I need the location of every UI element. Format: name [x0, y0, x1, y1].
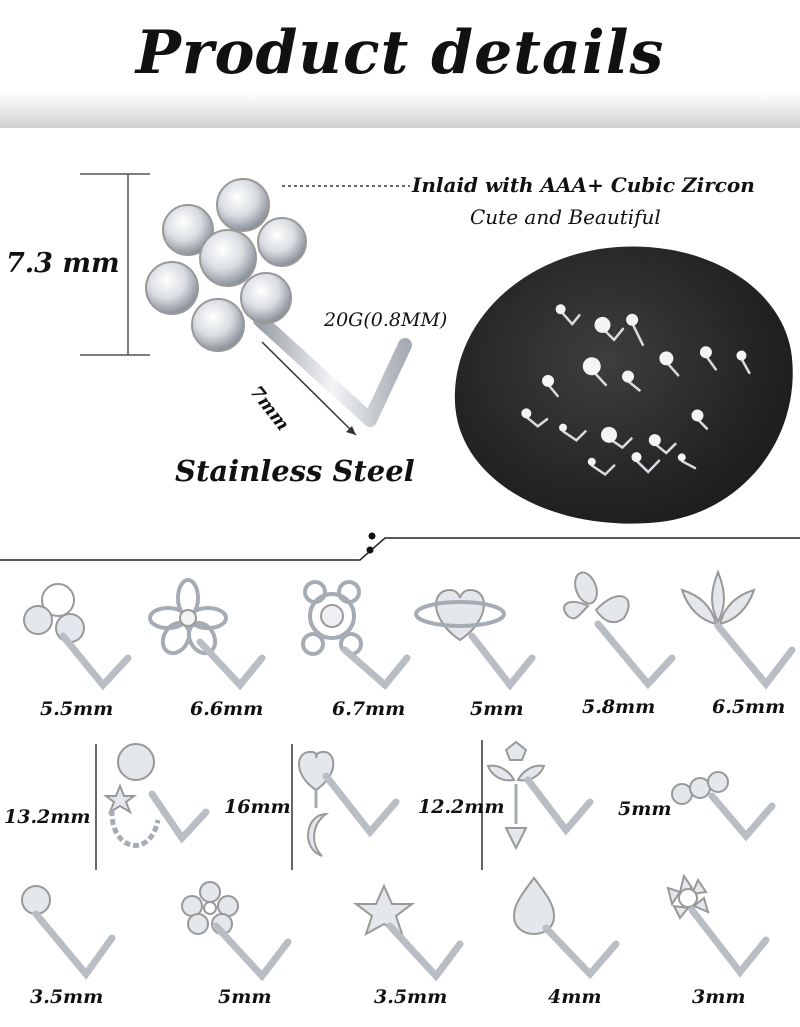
planet-heart-icon	[414, 588, 536, 691]
flower-gem-cluster	[145, 178, 307, 352]
daisy-icon	[181, 881, 292, 982]
product-daisy[interactable]	[176, 878, 306, 1018]
product-grid: 5.5mm 6.6mm 6.7mm 5mm	[0, 560, 800, 1027]
bear-icon	[301, 580, 411, 691]
crown-wings-icon	[481, 740, 594, 870]
product-star[interactable]	[350, 882, 480, 1022]
height-label: 7.3 mm	[6, 248, 120, 279]
feature-subtitle: Cute and Beautiful	[470, 205, 661, 229]
product-bear[interactable]	[285, 570, 415, 710]
header-banner	[0, 0, 800, 128]
size-label: 13.2mm	[4, 806, 91, 828]
heart-moon-icon	[291, 744, 400, 870]
size-label: 3mm	[692, 986, 746, 1008]
crystal-flower-icon	[666, 873, 770, 978]
size-label: 6.7mm	[332, 698, 406, 720]
product-crystal-flower[interactable]	[658, 873, 788, 1014]
product-round-stud[interactable]	[12, 878, 142, 1018]
size-label: 6.6mm	[190, 698, 264, 720]
butterfly-icon	[563, 571, 676, 690]
size-label: 16mm	[224, 796, 291, 818]
size-label: 6.5mm	[712, 696, 786, 718]
section-divider	[0, 532, 800, 561]
material-label: Stainless Steel	[175, 454, 415, 488]
product-teardrop[interactable]	[504, 874, 634, 1014]
bar-trio-icon	[671, 771, 776, 842]
size-label: 5mm	[470, 698, 524, 720]
studs-on-plate	[521, 304, 751, 477]
product-collection-photo	[440, 229, 800, 543]
size-label: 5mm	[618, 798, 672, 820]
size-label: 3.5mm	[374, 986, 448, 1008]
star-chain-icon	[95, 743, 210, 870]
size-label: 5.5mm	[40, 698, 114, 720]
teardrop-icon	[512, 876, 620, 980]
leaf-icon	[680, 569, 796, 690]
size-label: 12.2mm	[418, 796, 505, 818]
size-label: 5mm	[218, 986, 272, 1008]
heart-trio-icon	[23, 583, 132, 691]
page-title: Product details	[135, 18, 665, 88]
product-heart-trio[interactable]	[8, 570, 138, 710]
hero-diagram	[80, 173, 412, 436]
flower-icon	[148, 578, 266, 691]
product-flower[interactable]	[140, 570, 270, 710]
product-bar-trio[interactable]	[662, 760, 792, 900]
product-butterfly[interactable]	[548, 566, 678, 706]
product-leaf[interactable]	[668, 566, 798, 706]
star-icon	[353, 883, 464, 982]
size-label: 3.5mm	[30, 986, 104, 1008]
product-planet-heart[interactable]	[410, 570, 540, 710]
size-label: 4mm	[548, 986, 602, 1008]
gauge-label: 20G(0.8MM)	[324, 309, 448, 331]
round-stud-icon	[21, 885, 116, 980]
product-star-chain[interactable]	[90, 740, 220, 880]
product-crown-wings[interactable]	[476, 736, 606, 876]
feature-title: Inlaid with AAA+ Cubic Zircon	[412, 173, 755, 197]
size-label: 5.8mm	[582, 696, 656, 718]
product-heart-moon[interactable]	[286, 740, 416, 880]
